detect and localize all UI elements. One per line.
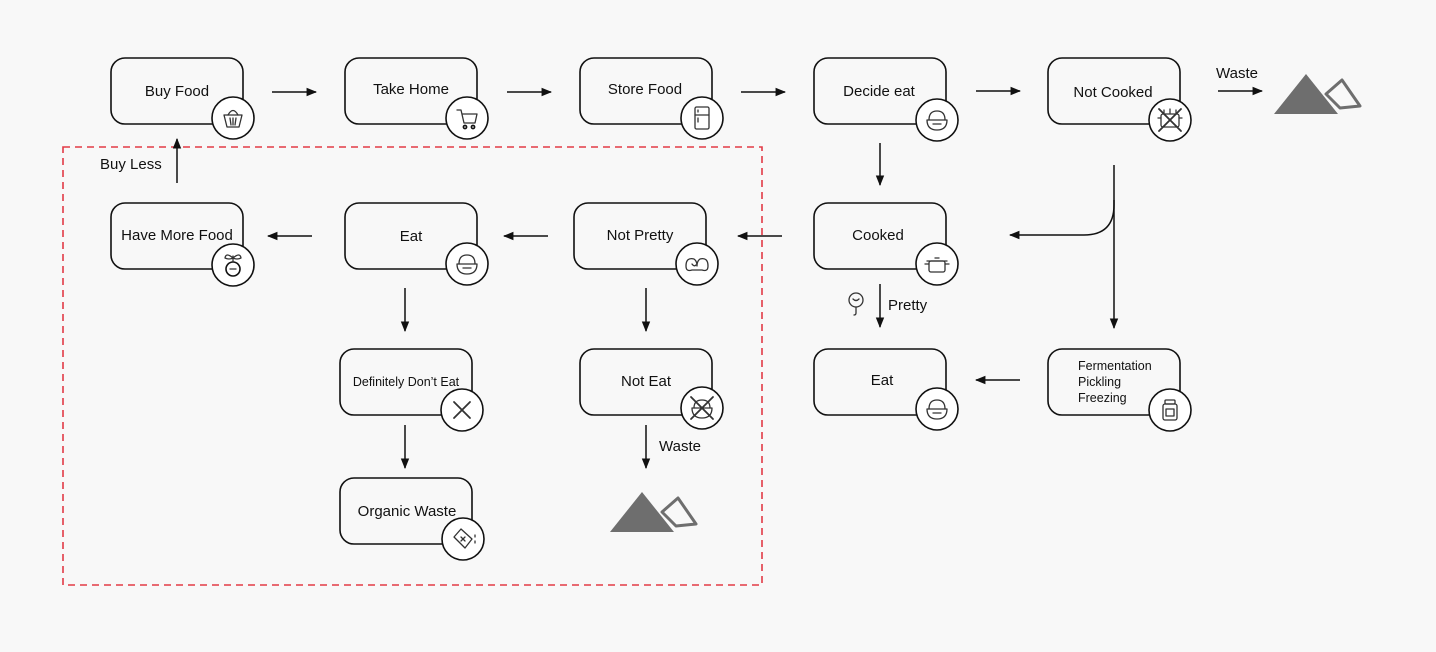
bowl-icon <box>445 242 489 286</box>
irregular-vegetable-icon <box>675 242 719 286</box>
no-cooking-icon <box>1148 98 1192 142</box>
node-label: Buy Food <box>145 83 209 100</box>
waste-label-bottom: Waste <box>659 438 701 455</box>
food-saving-region <box>62 146 763 586</box>
arrow-not-cooked-to-cooked <box>1008 165 1115 240</box>
node-store-food: Store Food <box>579 57 724 140</box>
node-label: Take Home <box>373 81 449 98</box>
node-eat: Eat <box>344 202 489 286</box>
no-eating-icon <box>680 386 724 430</box>
node-label: Not Cooked <box>1073 84 1152 101</box>
edges <box>172 86 1264 470</box>
node-definitely-dont-eat: Definitely Don’t Eat <box>339 348 484 432</box>
node-label: Definitely Don’t Eat <box>353 375 460 389</box>
node-buy-food: Buy Food <box>110 57 255 140</box>
node-eat-cooked: Eat <box>813 348 959 431</box>
pretty-label: Pretty <box>888 297 928 314</box>
node-label: Not Pretty <box>607 227 674 244</box>
node-label: Cooked <box>852 227 904 244</box>
node-not-eat: Not Eat <box>579 348 724 430</box>
compost-bag-icon <box>441 517 485 561</box>
buy-less-label: Buy Less <box>100 156 162 173</box>
preservation-fermentation: Fermentation <box>1078 359 1152 373</box>
node-label: Eat <box>871 372 894 389</box>
node-organic-waste: Organic Waste <box>339 477 485 561</box>
node-not-pretty: Not Pretty <box>573 202 719 286</box>
waste-label-top: Waste <box>1216 65 1258 82</box>
basket-icon <box>211 96 255 140</box>
node-decide-eat: Decide eat <box>813 57 959 142</box>
preservation-freezing: Freezing <box>1078 391 1127 405</box>
landfill-icon <box>1274 74 1362 114</box>
node-label: Have More Food <box>121 227 233 244</box>
bowl-icon <box>915 98 959 142</box>
pot-icon <box>915 242 959 286</box>
node-not-cooked: Not Cooked <box>1047 57 1192 142</box>
fruit-icon <box>848 292 864 316</box>
cross-icon <box>440 388 484 432</box>
bowl-icon <box>915 387 959 431</box>
jar-icon <box>1148 388 1192 432</box>
node-label: Store Food <box>608 81 682 98</box>
fridge-icon <box>680 96 724 140</box>
landfill-icon <box>610 492 698 532</box>
node-label: Decide eat <box>843 83 916 100</box>
node-cooked: Cooked <box>813 202 959 286</box>
node-label: Eat <box>400 228 423 245</box>
node-preservation: Fermentation Pickling Freezing <box>1047 348 1192 432</box>
preservation-pickling: Pickling <box>1078 375 1121 389</box>
node-label: Not Eat <box>621 373 672 390</box>
node-take-home: Take Home <box>344 57 489 140</box>
node-label: Organic Waste <box>358 503 457 520</box>
radish-icon <box>211 243 255 287</box>
node-have-more-food: Have More Food <box>110 202 255 287</box>
cart-icon <box>445 96 489 140</box>
